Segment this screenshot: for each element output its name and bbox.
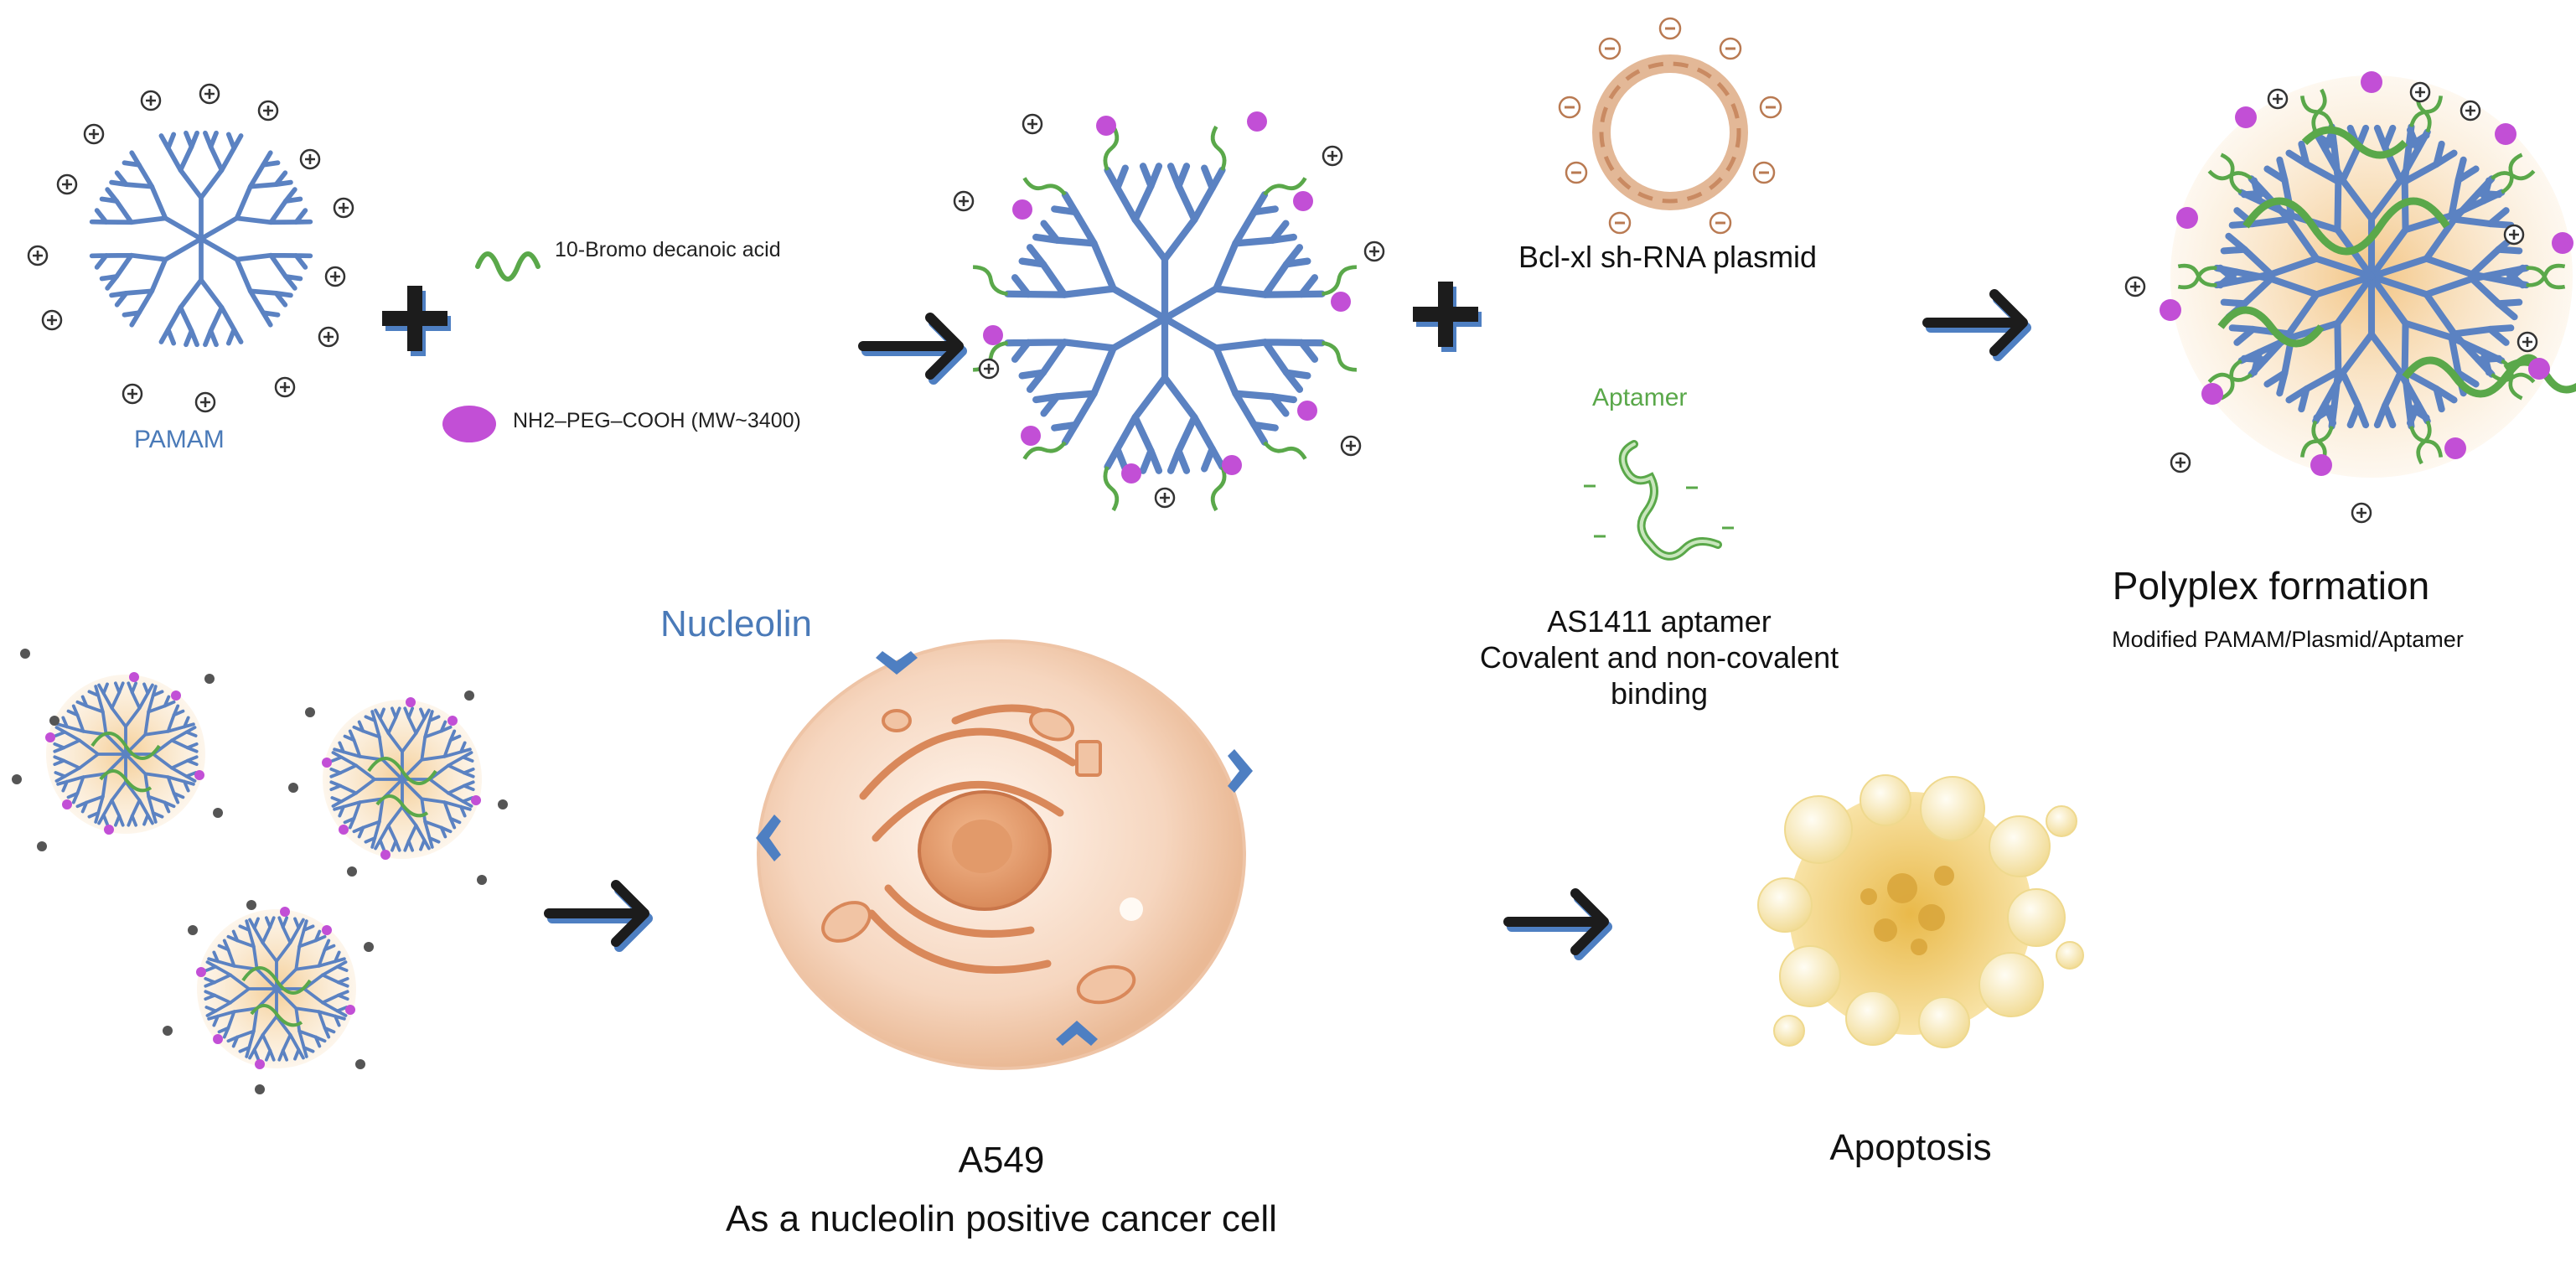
bromo-acid-icon — [475, 251, 541, 282]
pamam-dendrimer — [90, 133, 313, 345]
peg-label: NH2–PEG–COOH (MW~3400) — [513, 409, 801, 432]
aptamer-caption-line-1: AS1411 aptamer — [1547, 604, 1772, 639]
modified-dendrimer-charges — [953, 113, 1385, 509]
nanoparticle-cluster — [12, 649, 508, 1094]
bromo-acid-label: 10-Bromo decanoic acid — [555, 238, 781, 261]
aptamer-caption-line-2: Covalent and non-covalent — [1479, 640, 1839, 675]
aptamer-icon — [1584, 440, 1734, 561]
mitochondria — [821, 708, 1136, 1005]
nucleolin-receptors — [756, 651, 1253, 1046]
plus-sign-1 — [390, 293, 443, 349]
plasmid-label: Bcl-xl sh-RNA plasmid — [1518, 240, 1818, 274]
a549-cell — [757, 639, 1246, 1070]
modified-dendrimer-peg-dots — [983, 111, 1351, 484]
polyplex-subtitle: Modified PAMAM/Plasmid/Aptamer — [2112, 627, 2464, 652]
apoptosis-label: Apoptosis — [1829, 1127, 1992, 1168]
arrow-4 — [1508, 893, 1607, 955]
arrow-2 — [1927, 294, 2026, 356]
arrow-3 — [549, 885, 648, 947]
aptamer-tag: Aptamer — [1592, 384, 1688, 411]
cell-description: As a nucleolin positive cancer cell — [726, 1198, 1277, 1239]
polyplex-title: Polyplex formation — [2112, 564, 2430, 608]
polyplex — [2160, 71, 2576, 478]
plasmid-icon — [1558, 17, 1782, 235]
aptamer-caption-line-3: binding — [1610, 676, 1709, 711]
nucleolin-label: Nucleolin — [660, 603, 812, 644]
apoptotic-cell — [1757, 774, 2084, 1048]
plus-sign-2 — [1420, 289, 1474, 344]
cell-name: A549 — [958, 1140, 1045, 1181]
arrow-1 — [863, 318, 962, 380]
modified-dendrimer — [969, 127, 1361, 510]
aptamer-caption: AS1411 aptamer Covalent and non-covalent… — [1458, 603, 1860, 711]
peg-icon — [442, 406, 496, 442]
pamam-cationic-charges — [27, 83, 354, 413]
pamam-label: PAMAM — [134, 426, 225, 453]
